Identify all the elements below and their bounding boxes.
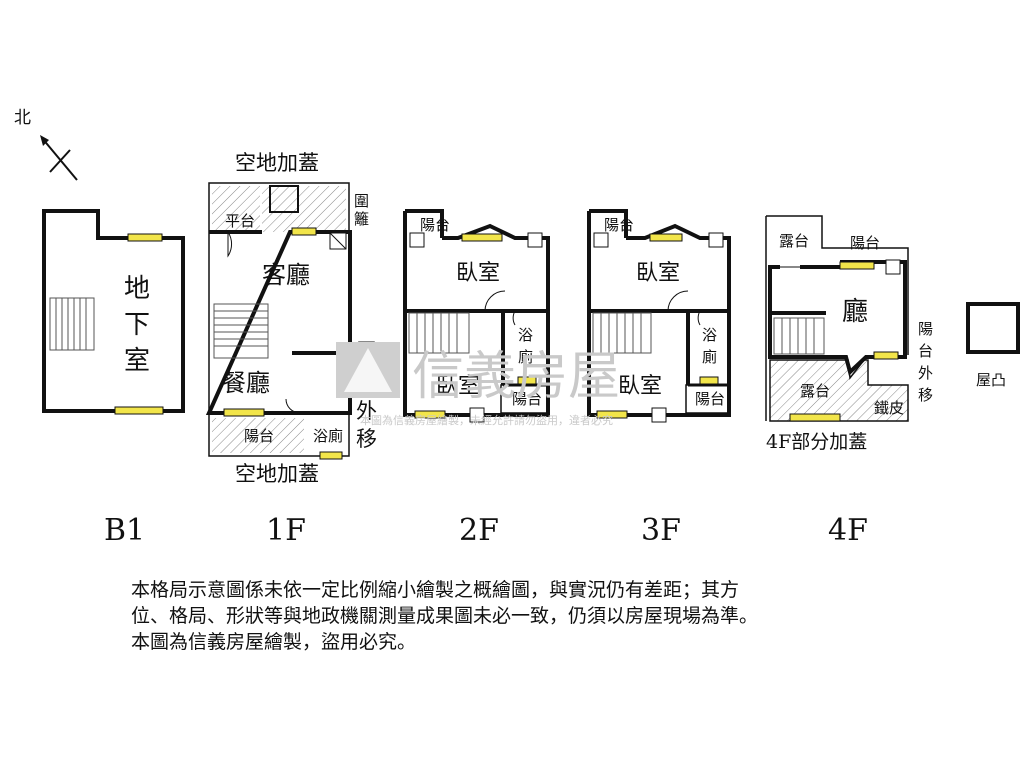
window-icon (319, 451, 343, 460)
dining-room-label: 餐廳 (222, 369, 270, 397)
balcony-label: 陽台 (244, 427, 274, 445)
b1-walls (42, 209, 185, 413)
bedroom-top-label: 臥室 (636, 261, 680, 286)
window-icon (699, 376, 719, 385)
window-icon (223, 408, 265, 417)
balcony-top-label: 陽台 (604, 216, 634, 234)
window-icon (649, 233, 683, 242)
balcony-bottom-label: 陽台 (512, 390, 542, 408)
floor-label-b1: B1 (104, 513, 145, 548)
balcony-area (212, 418, 304, 453)
floor-label-3f: 3F (641, 513, 681, 548)
door-icon (227, 230, 232, 258)
window-icon (291, 227, 317, 236)
window-icon (596, 410, 628, 419)
door-icon (484, 290, 506, 312)
roof-outline (966, 302, 1020, 354)
floor-b1: 地 下 室 (42, 209, 185, 415)
floor-1f: 空地加蓋 平台 客廳 餐廳 陽台 浴廁 圍 籬 平 台 (205, 151, 377, 486)
vent-icon (593, 232, 609, 248)
north-arrowhead-icon (40, 135, 49, 146)
floor-label-2f: 2F (459, 513, 499, 548)
watermark-brand: 信義房屋 (412, 347, 620, 407)
window-icon (789, 413, 841, 422)
floor-2f: 陽台 臥室 浴 廁 臥室 陽台 (403, 209, 550, 423)
floor-labels: B1 1F 2F 3F 4F (104, 513, 868, 548)
vent-icon (527, 232, 543, 248)
window-icon (461, 233, 503, 242)
disclaimer-line: 本圖為信義房屋繪製，盜用必究。 (131, 631, 417, 653)
platform-label: 平台 (225, 212, 255, 230)
north-arrow-icon (41, 137, 78, 181)
vent-icon (469, 407, 485, 423)
platform-area (212, 186, 260, 232)
terrace-bottom-label: 露台 (800, 382, 830, 400)
disclaimer-line: 本格局示意圖係未依一定比例縮小繪製之概繪圖，與實況仍有差距；其方 (131, 579, 740, 601)
door-icon (697, 310, 701, 326)
bath-label: 浴 廁 (518, 326, 538, 366)
bath-label: 浴廁 (313, 427, 343, 445)
watermark: 信義房屋 本圖為信義房屋繪製，未經允許請勿盜用，違者必究 (336, 342, 620, 427)
balcony-top-label: 陽台 (420, 216, 450, 234)
window-icon (517, 376, 537, 385)
fence-label: 圍 籬 (354, 192, 374, 228)
watermark-notice: 本圖為信義房屋繪製，未經允許請勿盜用，違者必究 (360, 413, 613, 427)
hall-label: 廳 (842, 297, 868, 327)
roof-label: 屋凸 (976, 371, 1006, 389)
floor-label-1f: 1F (266, 513, 306, 548)
compass: 北 (14, 108, 78, 181)
stairs-icon (773, 317, 825, 355)
bottom-extension-label: 空地加蓋 (235, 462, 319, 486)
disclaimer: 本格局示意圖係未依一定比例縮小繪製之概繪圖，與實況仍有差距；其方 位、格局、形狀… (131, 577, 931, 655)
window-icon (414, 410, 446, 419)
floor-4f: 露台 陽台 廳 露台 鐵皮 陽 台 外 移 4F部分加蓋 (765, 215, 938, 453)
stairs-icon (213, 303, 269, 359)
balcony-bottom-label: 陽台 (695, 390, 725, 408)
vent-icon (708, 232, 724, 248)
balcony-top-label: 陽台 (850, 234, 880, 252)
door-icon (512, 310, 516, 326)
window-icon (839, 261, 875, 270)
window-icon (114, 406, 164, 415)
door-icon (285, 398, 301, 414)
stairs-icon (408, 312, 470, 354)
floor-3f: 陽台 臥室 浴 廁 臥室 陽台 (587, 209, 731, 423)
roof-protrusion: 屋凸 (966, 302, 1020, 389)
living-room-label: 客廳 (262, 261, 310, 289)
basement-label: 地 下 室 (124, 274, 158, 376)
bedroom-bottom-label: 臥室 (436, 374, 480, 399)
vent-icon (885, 259, 901, 275)
fence-area (262, 186, 346, 232)
disclaimer-line: 位、格局、形狀等與地政機關測量成果圖未必一致，仍須以房屋現場為準。 (131, 605, 759, 627)
window-icon (873, 351, 899, 360)
door-icon (667, 290, 689, 312)
vent-icon (409, 232, 425, 248)
iron-sheet-label: 鐵皮 (874, 399, 904, 417)
vent-icon (651, 407, 667, 423)
bath-label: 浴 廁 (702, 326, 722, 366)
north-label: 北 (14, 108, 31, 128)
bedroom-bottom-label: 臥室 (618, 374, 662, 399)
floor-label-4f: 4F (828, 513, 868, 548)
1f-walls (205, 230, 352, 415)
partial-extension-label: 4F部分加蓋 (766, 431, 867, 453)
balcony-out-label: 陽 台 外 移 (918, 320, 938, 404)
stairs-icon (49, 297, 95, 351)
bedroom-top-label: 臥室 (456, 261, 500, 286)
terrace-top-label: 露台 (779, 232, 809, 250)
stairs-icon (592, 312, 652, 354)
window-icon (127, 233, 163, 242)
top-extension-label: 空地加蓋 (235, 151, 319, 175)
